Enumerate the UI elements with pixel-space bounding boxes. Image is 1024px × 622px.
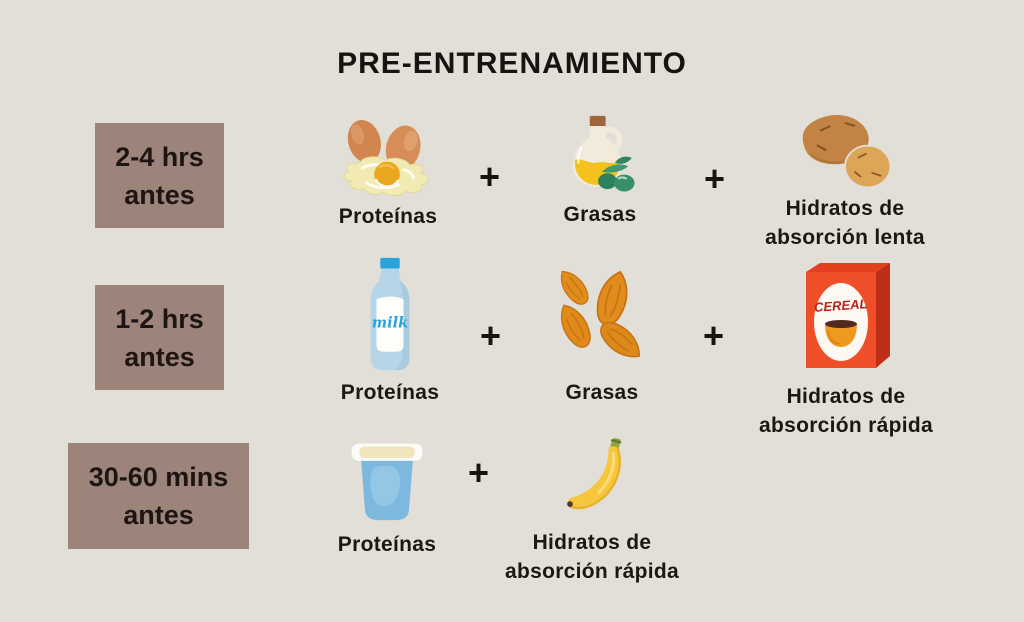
cereal-box-icon: CEREAL — [800, 258, 892, 376]
plus-separator: + — [480, 315, 502, 356]
time-box-2-4-hrs: 2-4 hrs antes — [95, 123, 224, 228]
banana-icon — [550, 430, 634, 522]
food-label: Hidratos de absorción rápida — [758, 385, 933, 437]
plus-separator: + — [704, 158, 726, 199]
plus-separator: + — [703, 315, 725, 356]
fried-eggs-icon — [336, 110, 440, 202]
page-title: PRE-ENTRENAMIENTO — [337, 47, 687, 80]
food-label: Proteínas — [340, 381, 440, 404]
food-item-cereal: CEREAL Hidratos de absorción rápida — [726, 258, 966, 440]
food-label: Grasas — [565, 381, 639, 404]
olive-oil-icon — [552, 112, 648, 200]
milk-bottle-icon: milk — [359, 255, 421, 375]
food-item-banana: Hidratos de absorción rápida — [447, 430, 737, 586]
food-label: Hidratos de absorción lenta — [765, 197, 925, 249]
yogurt-cup-icon — [349, 434, 425, 524]
food-item-olive-oil: Grasas — [500, 112, 700, 229]
food-item-eggs: Proteínas — [288, 110, 488, 231]
food-item-almonds: Grasas — [502, 258, 702, 407]
milk-label-text: milk — [372, 315, 408, 332]
plus-separator: + — [479, 156, 501, 197]
food-item-yogurt: Proteínas — [287, 434, 487, 559]
food-item-potatoes: Hidratos de absorción lenta — [725, 110, 965, 252]
food-item-milk: milk Proteínas — [290, 255, 490, 407]
food-label: Hidratos de absorción rápida — [504, 531, 679, 583]
food-label: Proteínas — [337, 533, 437, 556]
almonds-icon — [549, 258, 655, 372]
time-box-1-2-hrs: 1-2 hrs antes — [95, 285, 224, 390]
cereal-label-text: CEREAL — [814, 296, 868, 315]
time-box-30-60-mins: 30-60 mins antes — [68, 443, 249, 549]
food-label: Proteínas — [338, 205, 438, 228]
food-label: Grasas — [563, 203, 637, 226]
plus-separator: + — [468, 452, 490, 493]
potatoes-icon — [793, 110, 897, 194]
